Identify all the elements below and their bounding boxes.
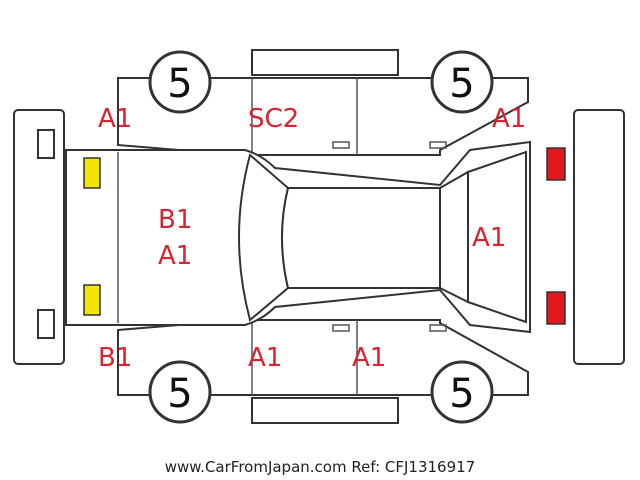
right-side-panel [117,319,529,396]
roof [281,187,441,289]
wheel-front-right: 5 [148,360,212,424]
left-side-panel [117,77,529,156]
code-right-rear-door: A1 [352,343,386,373]
trunk-lid [467,150,527,324]
right-side-sill [251,397,399,424]
rear-window [439,170,469,304]
right-rear-door-handle [429,324,447,332]
left-side-sill [251,49,399,76]
rear-left-lamp [546,147,566,181]
right-front-door-handle [332,324,350,332]
code-front-right-fender: B1 [98,343,132,373]
code-right-front-door: A1 [248,343,282,373]
rear-bumper [573,109,625,365]
code-left-front-door: SC2 [248,104,299,134]
left-rear-door-handle [429,141,447,149]
front-left-lamp [83,157,101,189]
code-hood-line2: A1 [158,241,192,271]
code-rear-left-fender: A1 [492,104,526,134]
wheel-rear-left-label: 5 [449,61,474,107]
front-bumper [13,109,65,365]
wheel-rear-right-label: 5 [449,371,474,417]
code-hood-line1: B1 [158,205,192,235]
code-trunk: A1 [472,223,506,253]
code-front-left-fender: A1 [98,104,132,134]
wheel-front-left: 5 [148,50,212,114]
rear-right-lamp [546,291,566,325]
wheel-rear-right: 5 [430,360,494,424]
wheel-front-right-label: 5 [167,371,192,417]
front-right-lamp [83,284,101,316]
left-front-door-handle [332,141,350,149]
footer-reference: www.CarFromJapan.com Ref: CFJ1316917 [165,458,475,476]
wheel-rear-left: 5 [430,50,494,114]
wheel-front-left-label: 5 [167,61,192,107]
